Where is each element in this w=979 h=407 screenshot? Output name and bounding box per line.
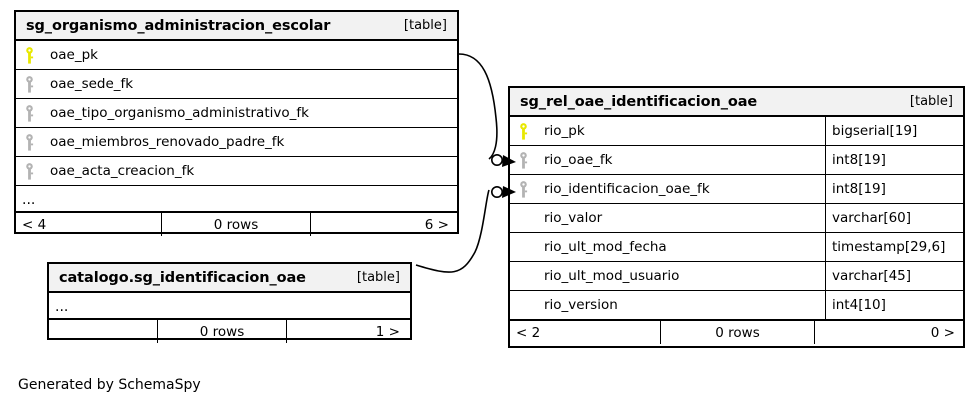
table-type-tag: [table] [356, 270, 400, 285]
table-row[interactable]: oae_pk [16, 41, 457, 70]
column-name: oae_miembros_renovado_padre_fk [50, 134, 285, 150]
column-name: rio_ult_mod_usuario [544, 268, 680, 284]
table-catalogo-sg-identificacion-oae[interactable]: catalogo.sg_identificacion_oae [table] .… [47, 262, 412, 343]
table-footer: < 4 0 rows 6 > [16, 212, 457, 236]
column-name-cell: oae_miembros_renovado_padre_fk [42, 128, 457, 156]
table-footer: 0 rows 1 > [49, 319, 410, 343]
column-name-cell: oae_acta_creacion_fk [42, 157, 457, 185]
no-key-spacer [510, 291, 536, 319]
column-name: rio_pk [544, 123, 585, 139]
zero-or-one-marker [490, 186, 503, 199]
more-columns-indicator: ... [49, 293, 410, 319]
no-key-spacer [510, 262, 536, 290]
table-row[interactable]: rio_identificacion_oae_fk int8[19] [510, 175, 963, 204]
table-row[interactable]: rio_version int4[10] [510, 291, 963, 320]
foreign-key-icon [510, 175, 536, 203]
no-key-spacer [510, 204, 536, 232]
more-columns-indicator: ... [16, 186, 457, 212]
footer-children-count[interactable]: 6 > [424, 216, 449, 233]
table-row[interactable]: oae_miembros_renovado_padre_fk [16, 128, 457, 157]
table-row[interactable]: oae_tipo_organismo_administrativo_fk [16, 99, 457, 128]
column-name-cell: rio_ult_mod_fecha [536, 233, 825, 261]
table-type-tag: [table] [403, 18, 447, 33]
footer-children-count[interactable]: 1 > [375, 323, 400, 340]
table-row[interactable]: rio_valor varchar[60] [510, 204, 963, 233]
footer-row-count: 0 rows [660, 321, 815, 344]
foreign-key-icon [16, 99, 42, 127]
table-title: sg_organismo_administracion_escolar [26, 17, 331, 34]
foreign-key-icon [16, 70, 42, 98]
column-name: oae_pk [50, 47, 98, 63]
column-name-cell: oae_tipo_organismo_administrativo_fk [42, 99, 457, 127]
table-title: sg_rel_oae_identificacion_oae [520, 93, 758, 110]
foreign-key-icon [16, 157, 42, 185]
foreign-key-icon [16, 128, 42, 156]
footer-row-count: 0 rows [157, 320, 287, 343]
column-type: int8[19] [825, 175, 963, 203]
primary-key-icon [510, 117, 536, 145]
column-name-cell: oae_sede_fk [42, 70, 457, 98]
table-header: sg_rel_oae_identificacion_oae [table] [510, 88, 963, 117]
column-name: rio_oae_fk [544, 152, 613, 168]
footer-parents-count[interactable]: < 4 [22, 216, 47, 233]
column-name-cell: rio_identificacion_oae_fk [536, 175, 825, 203]
column-name: oae_acta_creacion_fk [50, 163, 195, 179]
table-row[interactable]: rio_pk bigserial[19] [510, 117, 963, 146]
zero-or-one-marker [490, 154, 503, 167]
table-sg-rel-oae-identificacion-oae[interactable]: sg_rel_oae_identificacion_oae [table] ri… [508, 86, 965, 348]
table-row[interactable]: rio_oae_fk int8[19] [510, 146, 963, 175]
table-type-tag: [table] [909, 94, 953, 109]
column-name: rio_ult_mod_fecha [544, 239, 667, 255]
column-name: rio_valor [544, 210, 603, 226]
table-row[interactable]: rio_ult_mod_usuario varchar[45] [510, 262, 963, 291]
table-header: catalogo.sg_identificacion_oae [table] [49, 264, 410, 293]
column-name-cell: rio_pk [536, 117, 825, 145]
footer-row-count: 0 rows [161, 213, 311, 236]
footer-parents-count[interactable]: < 2 [516, 324, 541, 341]
table-sg-organismo-administracion-escolar[interactable]: sg_organismo_administracion_escolar [tab… [14, 10, 459, 236]
table-header: sg_organismo_administracion_escolar [tab… [16, 12, 457, 41]
column-name: rio_identificacion_oae_fk [544, 181, 710, 197]
column-name: oae_tipo_organismo_administrativo_fk [50, 105, 309, 121]
generated-by-caption: Generated by SchemaSpy [18, 377, 201, 393]
column-name-cell: rio_oae_fk [536, 146, 825, 174]
foreign-key-icon [510, 146, 536, 174]
column-name-cell: rio_version [536, 291, 825, 319]
table-row[interactable]: oae_sede_fk [16, 70, 457, 99]
table-footer: < 2 0 rows 0 > [510, 320, 963, 344]
table-row[interactable]: rio_ult_mod_fecha timestamp[29,6] [510, 233, 963, 262]
table-title: catalogo.sg_identificacion_oae [59, 269, 306, 286]
column-type: timestamp[29,6] [825, 233, 963, 261]
column-type: int8[19] [825, 146, 963, 174]
column-type: bigserial[19] [825, 117, 963, 145]
column-name: oae_sede_fk [50, 76, 134, 92]
footer-parents-count[interactable] [49, 320, 157, 343]
column-name-cell: rio_valor [536, 204, 825, 232]
column-name-cell: rio_ult_mod_usuario [536, 262, 825, 290]
column-type: int4[10] [825, 291, 963, 319]
column-type: varchar[45] [825, 262, 963, 290]
column-name: rio_version [544, 297, 618, 313]
column-name-cell: oae_pk [42, 41, 457, 69]
primary-key-icon [16, 41, 42, 69]
table-row[interactable]: oae_acta_creacion_fk [16, 157, 457, 186]
no-key-spacer [510, 233, 536, 261]
footer-children-count[interactable]: 0 > [930, 324, 955, 341]
column-type: varchar[60] [825, 204, 963, 232]
